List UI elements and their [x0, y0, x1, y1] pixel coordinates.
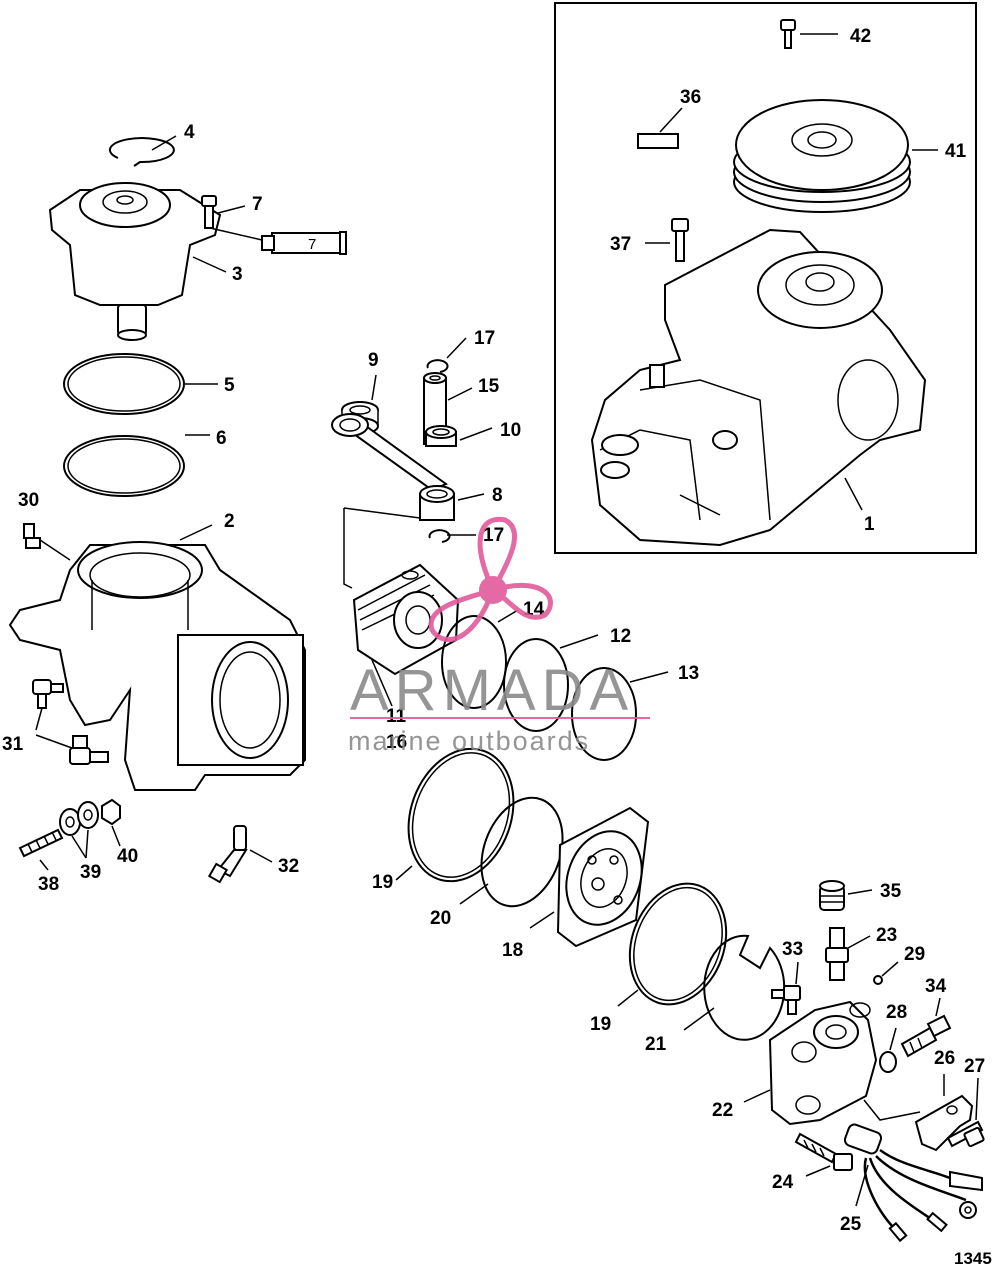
part-13-piston-ring[interactable] — [571, 667, 637, 761]
label-30: 30 — [18, 490, 39, 511]
label-27: 27 — [964, 1056, 985, 1077]
label-40: 40 — [117, 846, 138, 867]
part-24-screw[interactable] — [794, 1132, 853, 1171]
label-20: 20 — [430, 908, 451, 929]
label-2: 2 — [224, 511, 235, 532]
part-41-pulley[interactable] — [733, 99, 911, 213]
part-28-o-ring[interactable] — [879, 1051, 897, 1073]
label-26: 26 — [934, 1048, 955, 1069]
label-31: 31 — [2, 734, 24, 755]
label-28: 28 — [886, 1002, 907, 1023]
part-36-decal[interactable] — [637, 133, 679, 149]
label-25: 25 — [840, 1214, 862, 1235]
part-20-o-ring[interactable] — [467, 786, 577, 917]
part-17-clip-bottom[interactable] — [428, 529, 451, 543]
part-31-fitting-b[interactable] — [69, 735, 109, 765]
part-25-sensor-harness[interactable] — [843, 1123, 983, 1243]
part-30-fitting[interactable] — [23, 523, 41, 549]
part-38-stud[interactable] — [18, 828, 64, 858]
part-2-crankcase[interactable] — [8, 541, 306, 791]
watermark-brand: ARMADA — [350, 658, 634, 723]
figure-number: 1345 — [954, 1249, 992, 1268]
label-9: 9 — [368, 350, 379, 371]
part-31-fitting-a[interactable] — [32, 679, 64, 709]
part-4-retaining-ring[interactable] — [108, 137, 175, 167]
part-11-piston[interactable] — [352, 563, 460, 676]
label-22: 22 — [712, 1100, 733, 1121]
label-4: 4 — [184, 122, 195, 143]
part-7-screw[interactable] — [201, 195, 217, 229]
part-34-fitting[interactable] — [900, 1014, 952, 1058]
label-10: 10 — [500, 420, 521, 441]
label-15: 15 — [478, 376, 500, 397]
part-35-cap[interactable] — [819, 880, 845, 911]
part-17-clip-top[interactable] — [426, 359, 449, 373]
label-16: 16 — [386, 732, 407, 753]
label-38: 38 — [38, 874, 59, 895]
part-37-bolt[interactable] — [671, 218, 689, 262]
label-19-upper: 19 — [372, 872, 393, 893]
assembly-inset-frame — [554, 2, 977, 554]
part-14-piston-ring[interactable] — [441, 615, 507, 709]
label-6: 6 — [216, 428, 227, 449]
label-12: 12 — [610, 626, 631, 647]
label-17-bottom: 17 — [483, 525, 504, 546]
part-19-o-ring-upper[interactable] — [391, 734, 531, 896]
label-32: 32 — [278, 856, 299, 877]
part-26-bracket[interactable] — [914, 1094, 974, 1152]
part-32-elbow-fitting[interactable] — [207, 825, 248, 884]
part-10-needle-bearing[interactable] — [425, 425, 457, 447]
label-34: 34 — [925, 976, 947, 997]
label-11: 11 — [386, 706, 407, 727]
part-29-ball[interactable] — [873, 975, 883, 985]
part-23-valve[interactable] — [825, 927, 849, 981]
label-1: 1 — [864, 514, 875, 535]
part-1-compressor-assembly[interactable] — [590, 228, 927, 547]
label-3: 3 — [232, 264, 243, 285]
part-21-gasket[interactable] — [703, 934, 786, 1041]
part-22-valve-housing[interactable] — [768, 1000, 878, 1126]
part-19-o-ring-lower[interactable] — [614, 870, 743, 1018]
label-19-lower: 19 — [590, 1014, 611, 1035]
label-29: 29 — [904, 944, 925, 965]
part-3-crank-housing[interactable] — [48, 182, 222, 341]
label-39: 39 — [80, 862, 101, 883]
label-5: 5 — [224, 375, 235, 396]
part-42-bolt[interactable] — [780, 19, 796, 49]
part-40-nut[interactable] — [101, 798, 121, 826]
label-7: 7 — [252, 194, 263, 215]
watermark-propeller-blades — [428, 516, 553, 642]
label-8: 8 — [492, 485, 503, 506]
part-5-o-ring[interactable] — [63, 353, 185, 415]
label-33: 33 — [782, 939, 803, 960]
label-13: 13 — [678, 663, 699, 684]
part-12-piston-ring[interactable] — [503, 638, 569, 732]
part-8-connecting-rod[interactable] — [331, 413, 455, 521]
label-18: 18 — [502, 940, 523, 961]
label-21: 21 — [645, 1034, 667, 1055]
part-7-sealant-tube[interactable]: 7 — [261, 231, 347, 255]
label-37: 37 — [610, 234, 631, 255]
label-24: 24 — [772, 1172, 794, 1193]
part-33-elbow[interactable] — [771, 985, 801, 1015]
part-39-washers[interactable] — [59, 801, 99, 836]
armada-watermark: ARMADA marine outboards — [348, 516, 650, 756]
label-35: 35 — [880, 881, 902, 902]
label-23: 23 — [876, 925, 897, 946]
label-36: 36 — [680, 87, 701, 108]
label-41: 41 — [945, 141, 967, 162]
watermark-tagline: marine outboards — [348, 726, 590, 756]
part-27-screw[interactable] — [946, 1120, 985, 1148]
tube-label: 7 — [308, 236, 316, 253]
part-6-o-ring[interactable] — [63, 435, 185, 497]
label-17-top: 17 — [474, 328, 495, 349]
label-42: 42 — [850, 26, 871, 47]
part-18-valve-plate[interactable] — [554, 806, 654, 948]
